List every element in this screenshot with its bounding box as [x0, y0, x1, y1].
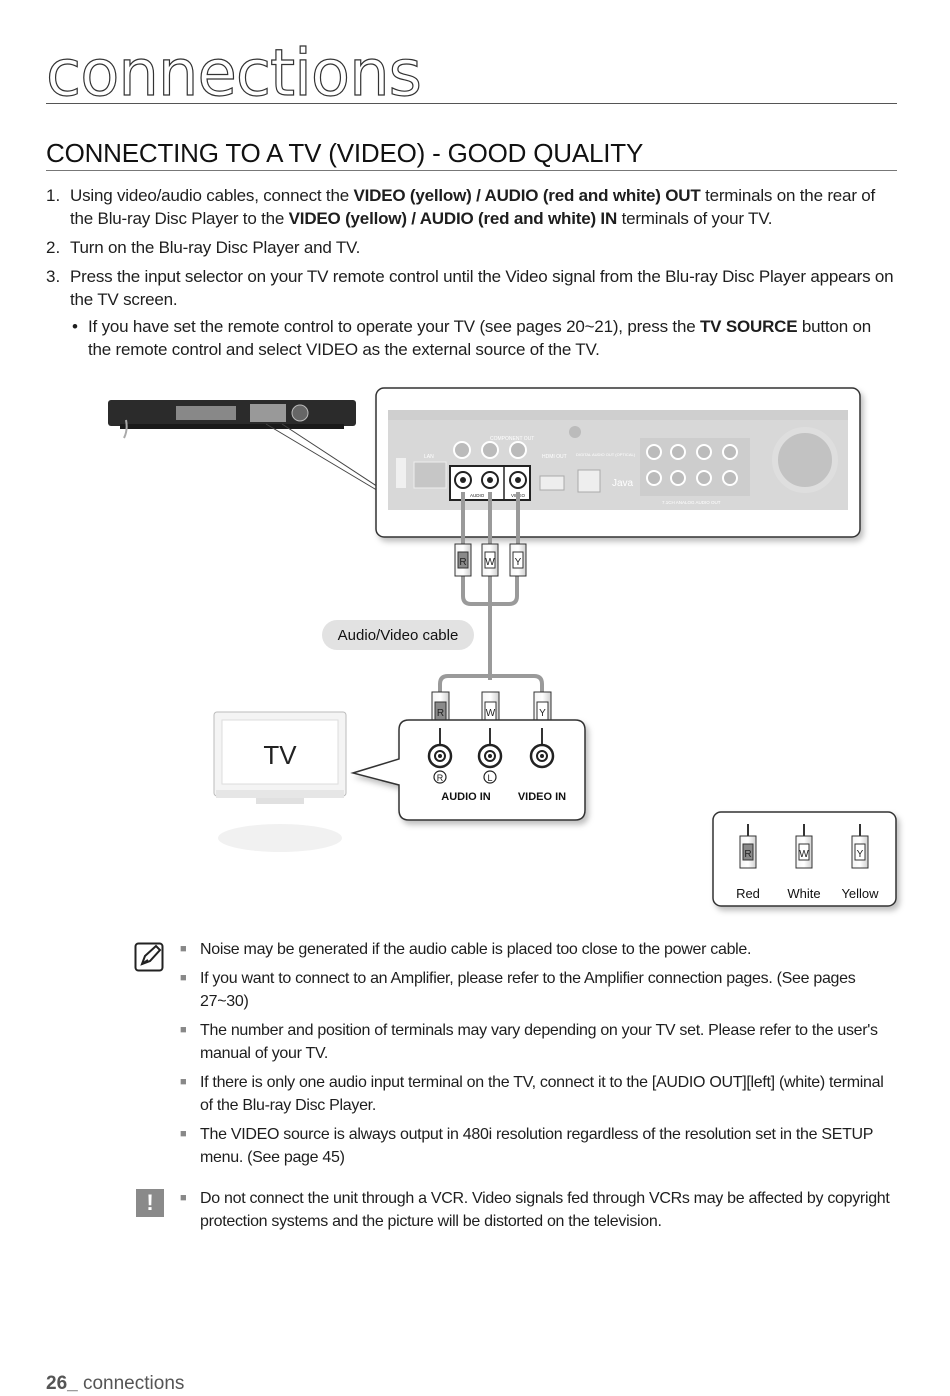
- step-text-part: Using video/audio cables, connect the: [70, 186, 354, 205]
- title-rule: [46, 103, 897, 104]
- note-text: Noise may be generated if the audio cabl…: [200, 941, 752, 958]
- bullet-text: If you have set the remote control to op…: [88, 315, 896, 361]
- page-heading: CONNECTING TO A TV (VIDEO) - GOOD QUALIT…: [46, 138, 644, 168]
- step-text-part: terminals of your TV.: [617, 209, 773, 228]
- plug-letter: Y: [539, 708, 546, 719]
- legend-letter: R: [744, 849, 751, 860]
- plug-color-legend: R Red W White Y Yellow: [712, 811, 897, 907]
- tv-side-plugs: R W Y: [431, 691, 552, 729]
- note-pencil-icon: [134, 942, 164, 972]
- step-1: 1. Using video/audio cables, connect the…: [46, 184, 896, 230]
- bullet-text-part: If you have set the remote control to op…: [88, 317, 700, 336]
- note-bullet-icon: ■: [180, 1024, 187, 1036]
- step-text-part: VIDEO (yellow) / AUDIO (red and white) I…: [288, 209, 618, 228]
- caution-block: ! ■ Do not connect the unit through a VCR…: [130, 1187, 900, 1233]
- legend-name: White: [787, 886, 820, 901]
- note-item: ■ The number and position of terminals ma…: [180, 1019, 900, 1065]
- bullet-text-part: button on the remote control and select …: [88, 317, 871, 359]
- note-text: The VIDEO source is always output in 480…: [200, 1126, 873, 1166]
- component-out-label: COMPONENT OUT: [490, 436, 534, 442]
- step-text-part: terminals on the rear of the Blu-ray Dis…: [70, 186, 876, 228]
- video-in-label: VIDEO IN: [518, 791, 566, 803]
- heading-rule: [46, 170, 897, 171]
- step-number: 3.: [46, 267, 61, 286]
- lan-label: LAN: [424, 454, 434, 460]
- plug-letter: R: [437, 708, 444, 719]
- audio-out-label: AUDIO: [470, 493, 485, 498]
- caution-item: ■ Do not connect the unit through a VCR. …: [180, 1187, 900, 1233]
- audio-in-label: AUDIO IN: [441, 791, 491, 803]
- step-number: 2.: [46, 238, 61, 257]
- java-logo: Java: [612, 478, 634, 489]
- step-3: 3. Press the input selector on your TV r…: [46, 265, 896, 311]
- note-bullet-icon: ■: [180, 1076, 187, 1088]
- note-item: ■ If there is only one audio input termin…: [180, 1071, 900, 1117]
- section-title: connections: [45, 37, 422, 111]
- jack-mark-right: R: [437, 773, 444, 783]
- note-block: ■ Noise may be generated if the audio cab…: [130, 938, 900, 1169]
- note-bullet-icon: ■: [180, 1192, 187, 1204]
- legend-item-white: W White: [787, 824, 821, 901]
- bullet-marker: •: [72, 317, 78, 336]
- note-text: The number and position of terminals may…: [200, 1022, 878, 1062]
- legend-letter: Y: [857, 849, 864, 860]
- cable-label-text: Audio/Video cable: [338, 627, 459, 644]
- footer-section: connections: [82, 1373, 185, 1394]
- digital-audio-out-label: DIGITAL AUDIO OUT (OPTICAL): [576, 452, 636, 457]
- page-number: 26_: [46, 1373, 78, 1394]
- surround-out-label: 7.1CH ANALOG AUDIO OUT: [662, 500, 721, 505]
- player-side-plugs: R W Y: [454, 543, 527, 577]
- step-text-part: Turn on the Blu-ray Disc Player and TV.: [70, 238, 361, 257]
- bullet-text-part: TV SOURCE: [699, 317, 798, 336]
- legend-item-red: R Red: [736, 824, 760, 901]
- jack-mark-left: L: [487, 773, 492, 783]
- note-bullet-icon: ■: [180, 1128, 187, 1140]
- legend-letter: W: [799, 849, 809, 860]
- hdmi-out-label: HDMI OUT: [542, 454, 567, 460]
- rear-panel-zoom: COMPONENT OUT LAN AUDIO VIDEO HDMI OUT D…: [375, 387, 861, 538]
- av-cable: [438, 492, 544, 692]
- plug-letter: Y: [515, 557, 522, 568]
- note-text: If you want to connect to an Amplifier, …: [200, 970, 856, 1010]
- step-text-part: Press the input selector on your TV remo…: [70, 267, 894, 309]
- page-footer: 26_ connections: [46, 1373, 184, 1395]
- notes-section: ■ Noise may be generated if the audio cab…: [130, 938, 900, 1239]
- legend-name: Yellow: [841, 886, 879, 901]
- caution-exclamation-icon: !: [136, 1189, 164, 1217]
- step-number: 1.: [46, 186, 61, 205]
- plug-letter: W: [485, 557, 495, 568]
- note-item: ■ Noise may be generated if the audio cab…: [180, 938, 900, 961]
- plug-letter: W: [486, 708, 496, 719]
- step-text: Using video/audio cables, connect the VI…: [70, 184, 896, 230]
- bluray-player-illustration: [108, 400, 396, 499]
- caution-text: Do not connect the unit through a VCR. V…: [200, 1190, 890, 1230]
- legend-item-yellow: Y Yellow: [841, 824, 879, 901]
- step-text-part: VIDEO (yellow) / AUDIO (red and white) O…: [353, 186, 701, 205]
- note-text: If there is only one audio input termina…: [200, 1074, 884, 1114]
- connection-diagram: COMPONENT OUT LAN AUDIO VIDEO HDMI OUT D…: [108, 387, 897, 907]
- tv-label: TV: [263, 740, 297, 770]
- cable-label: Audio/Video cable: [322, 620, 474, 650]
- tv-illustration: TV: [213, 711, 347, 852]
- step-2: 2. Turn on the Blu-ray Disc Player and T…: [46, 236, 896, 259]
- step-text: Turn on the Blu-ray Disc Player and TV.: [70, 236, 896, 259]
- note-item: ■ The VIDEO source is always output in 48…: [180, 1123, 900, 1169]
- note-bullet-icon: ■: [180, 943, 187, 955]
- note-item: ■ If you want to connect to an Amplifier,…: [180, 967, 900, 1013]
- tv-input-panel: R L AUDIO IN VIDEO IN: [350, 719, 586, 821]
- step-text: Press the input selector on your TV remo…: [70, 265, 896, 311]
- plug-letter: R: [459, 557, 466, 568]
- steps-list: 1. Using video/audio cables, connect the…: [46, 184, 896, 361]
- step-3-bullet: • If you have set the remote control to …: [72, 315, 896, 361]
- legend-name: Red: [736, 886, 760, 901]
- note-bullet-icon: ■: [180, 972, 187, 984]
